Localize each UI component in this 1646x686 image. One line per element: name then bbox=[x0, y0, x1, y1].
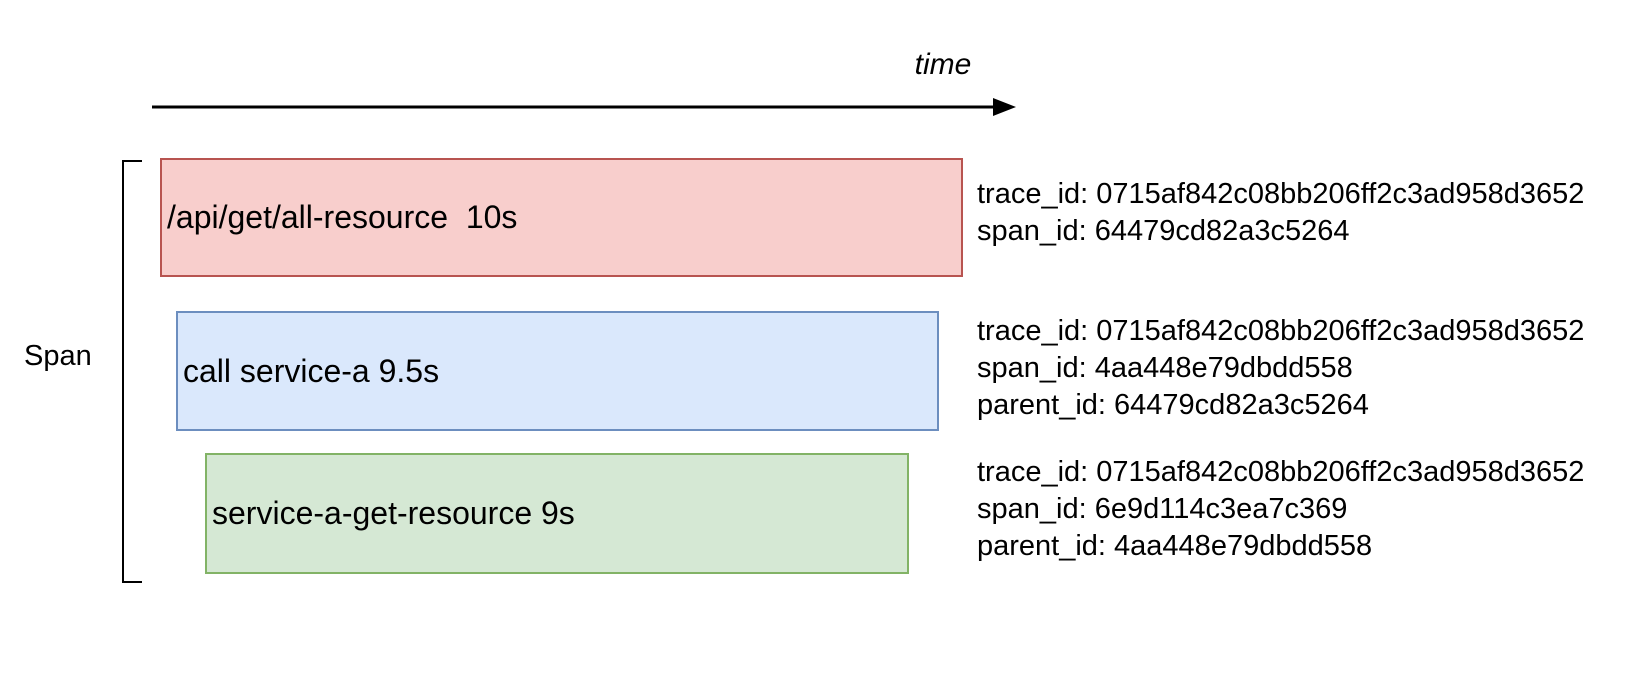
span-annotation-2: trace_id: 0715af842c08bb206ff2c3ad958d36… bbox=[977, 313, 1584, 424]
time-axis-label: time bbox=[914, 48, 972, 81]
span-label: service-a-get-resource 9s bbox=[212, 495, 575, 531]
span-box-api-get-all-resource: /api/get/all-resource 10s bbox=[160, 158, 963, 277]
span-id-line: span_id: 4aa448e79dbdd558 bbox=[977, 352, 1353, 384]
span-label: call service-a 9.5s bbox=[183, 352, 440, 389]
span-label: /api/get/all-resource 10s bbox=[167, 199, 518, 235]
span-annotation-1: trace_id: 0715af842c08bb206ff2c3ad958d36… bbox=[977, 176, 1584, 250]
span-group-label: Span bbox=[24, 340, 92, 372]
span-group-bracket-icon bbox=[122, 160, 142, 583]
trace-id-line: trace_id: 0715af842c08bb206ff2c3ad958d36… bbox=[977, 315, 1585, 347]
span-box-service-a-get-resource: service-a-get-resource 9s bbox=[205, 453, 909, 574]
span-id-line: span_id: 6e9d114c3ea7c369 bbox=[977, 493, 1348, 525]
trace-id-line: trace_id: 0715af842c08bb206ff2c3ad958d36… bbox=[977, 456, 1585, 488]
span-id-line: span_id: 64479cd82a3c5264 bbox=[977, 215, 1350, 247]
time-arrow-icon bbox=[152, 98, 1016, 116]
parent-id-line: parent_id: 64479cd82a3c5264 bbox=[977, 389, 1369, 421]
span-annotation-3: trace_id: 0715af842c08bb206ff2c3ad958d36… bbox=[977, 454, 1584, 565]
trace-id-line: trace_id: 0715af842c08bb206ff2c3ad958d36… bbox=[977, 178, 1585, 210]
span-box-call-service-a: call service-a 9.5s bbox=[176, 311, 939, 431]
parent-id-line: parent_id: 4aa448e79dbdd558 bbox=[977, 530, 1373, 562]
